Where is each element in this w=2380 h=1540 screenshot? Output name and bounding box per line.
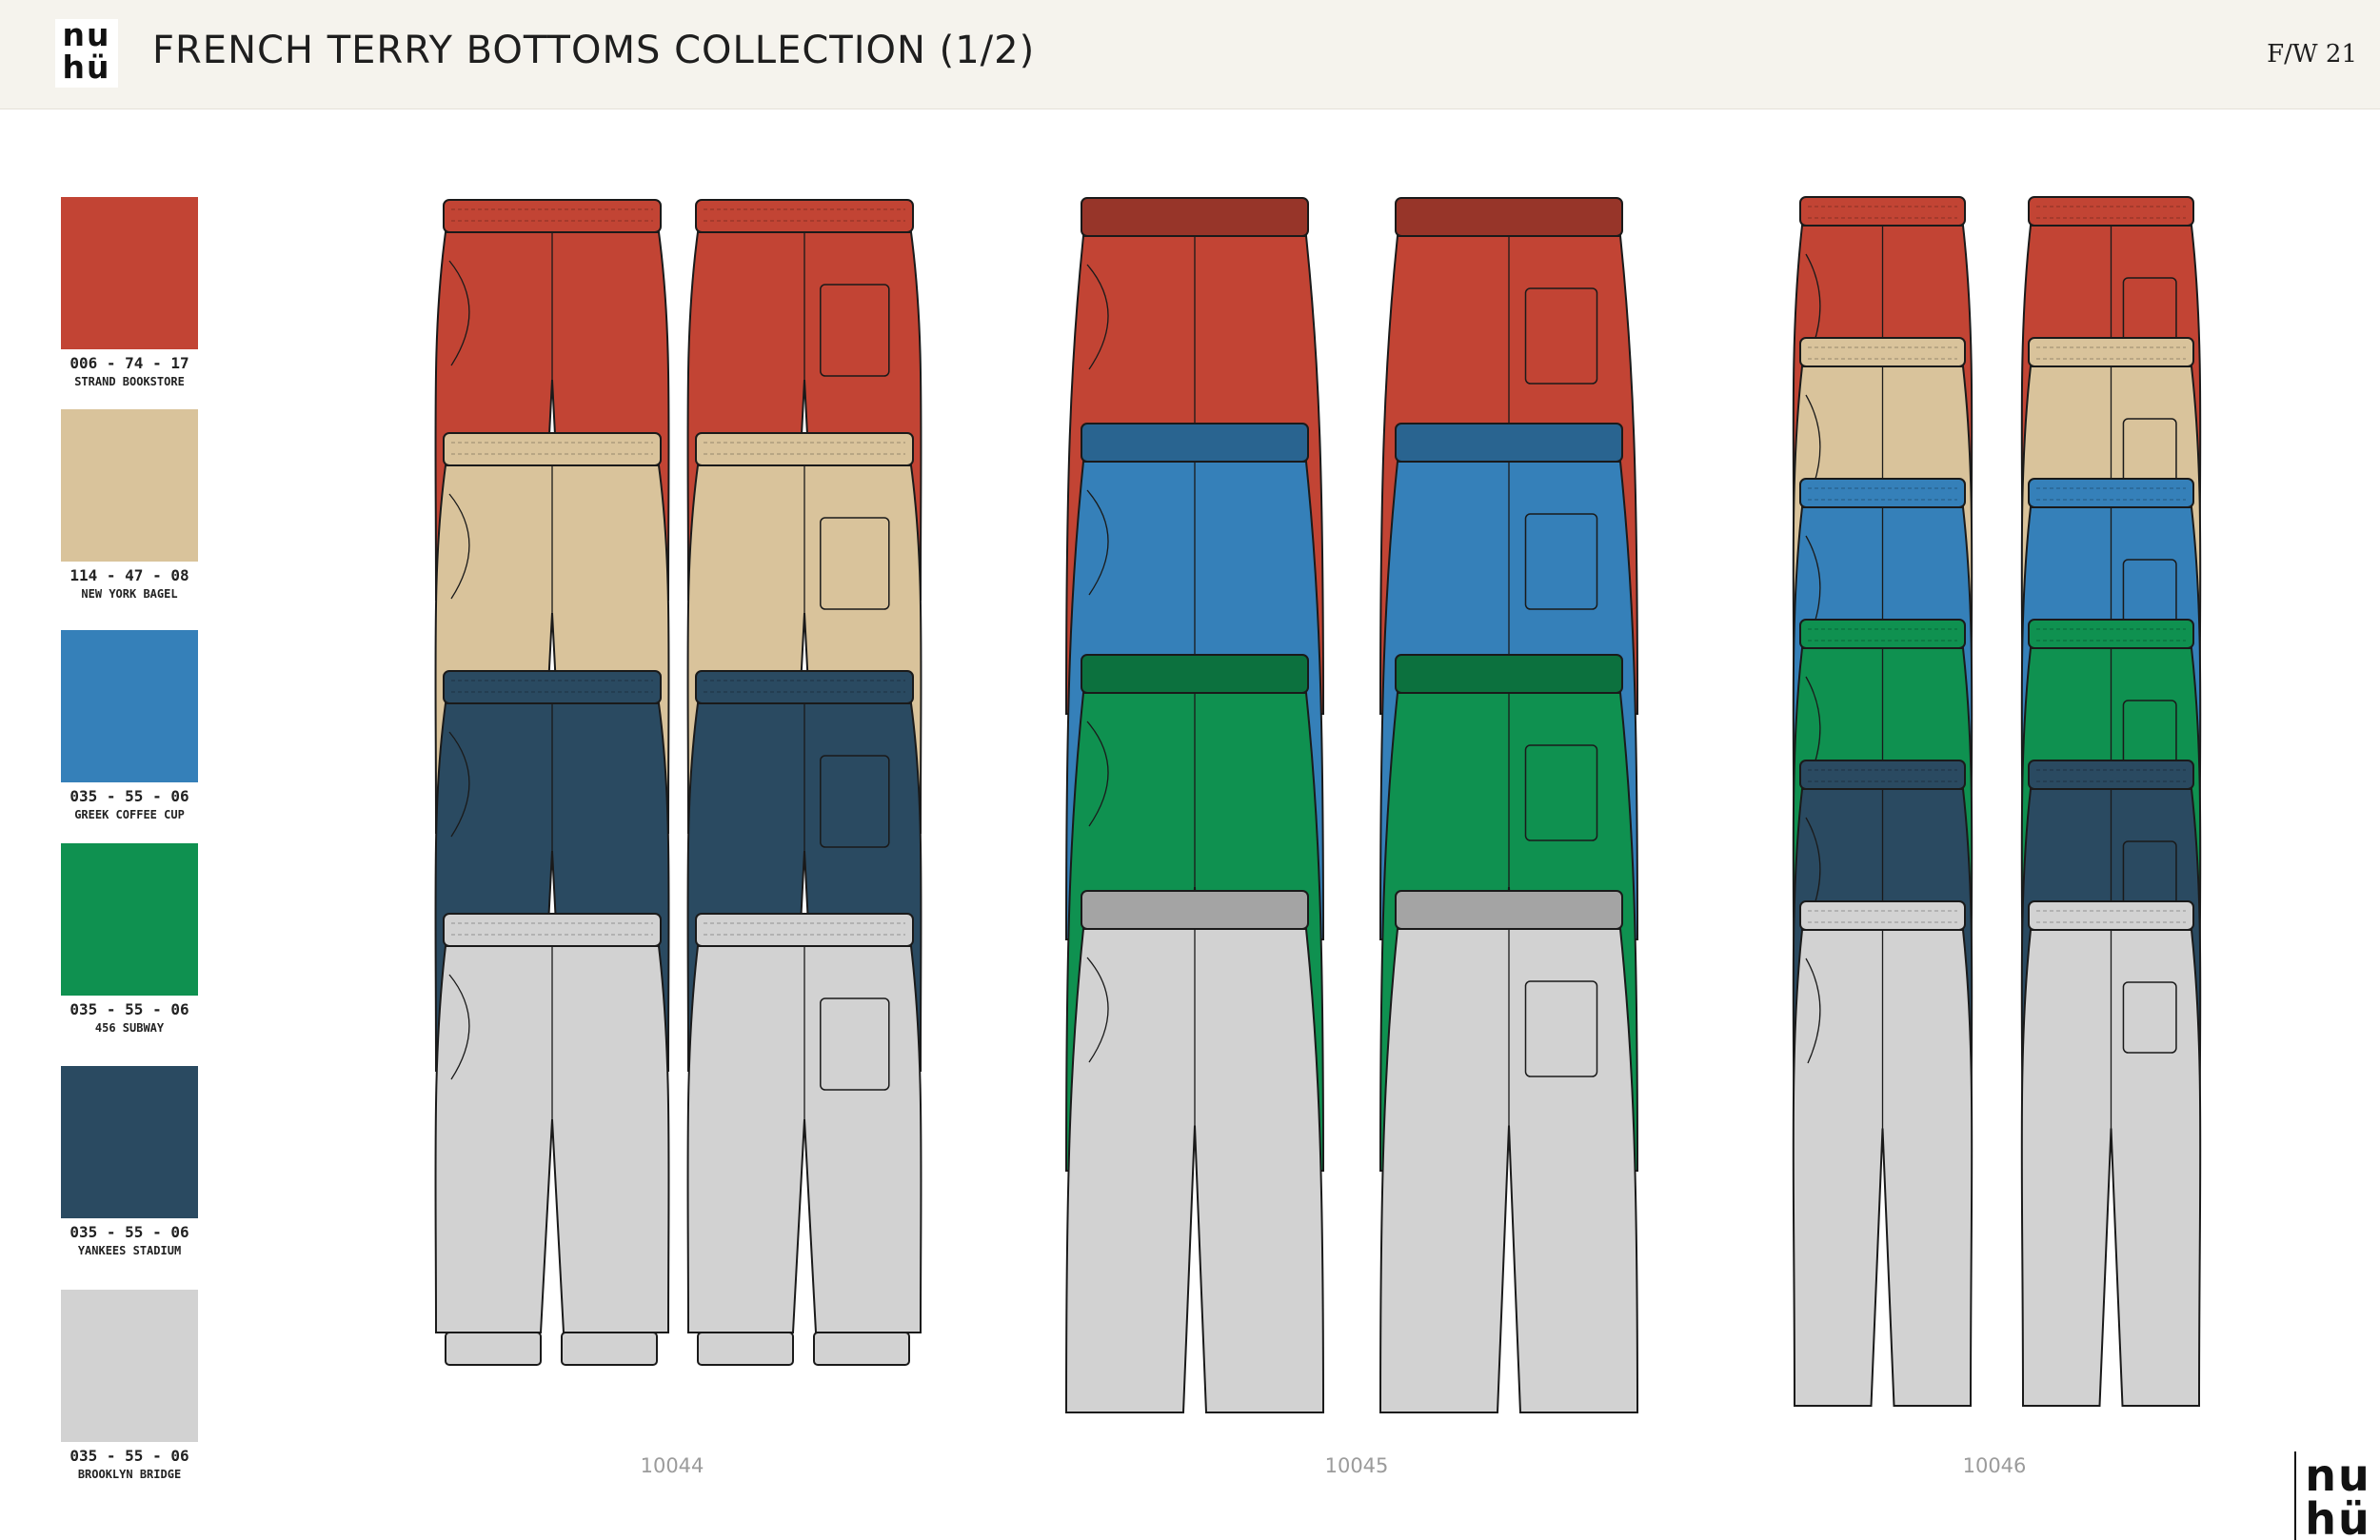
swatch-name: 456 SUBWAY [94,1021,165,1035]
waistband [1799,337,1966,367]
swatch-yankees-stadium [61,1066,198,1218]
swatch-code: 035 - 55 - 06 [69,1000,189,1018]
waistband [695,670,914,704]
waistband [1799,760,1966,790]
side-pocket [1086,721,1109,827]
side-pocket [1805,958,1821,1064]
waistband [695,913,914,947]
swatch-new-york-bagel [61,409,198,562]
waistband [1799,196,1966,227]
waistband [1395,890,1623,930]
side-pocket [448,493,470,600]
footer-logo-text: nu hü [2305,1450,2371,1540]
back-pocket [1524,980,1598,1077]
cuff-left [697,1332,794,1366]
waistband [1081,197,1309,237]
waistband [1081,890,1309,930]
side-pocket [448,731,470,838]
pant-body [686,945,922,1333]
waistband [2028,337,2194,367]
swatch-name: NEW YORK BAGEL [81,587,178,601]
pant-body [1792,929,1973,1407]
waistband [2028,900,2194,931]
swatch-code: 035 - 55 - 06 [69,1447,189,1465]
swatch-456-subway [61,843,198,996]
swatch-name: GREEK COFFEE CUP [74,808,185,821]
waistband [1799,619,1966,649]
swatch-code: 114 - 47 - 08 [69,566,189,584]
waistband [443,913,662,947]
back-pocket [1524,513,1598,610]
swatch-code: 035 - 55 - 06 [69,787,189,805]
pant-body [434,945,670,1333]
swatch-name: YANKEES STADIUM [77,1244,182,1257]
season-label: F/W 21 [2267,40,2357,69]
waistband [2028,619,2194,649]
back-pocket [2122,981,2177,1054]
swatch-code: 006 - 74 - 17 [69,354,189,372]
waistband [2028,760,2194,790]
style-number-10044: 10044 [640,1454,704,1477]
waistband [1081,654,1309,694]
waistband [443,199,662,233]
pant-body [1378,928,1639,1413]
side-pocket [448,974,470,1080]
swatch-greek-coffee-cup [61,630,198,782]
waistband [695,432,914,466]
cuff-right [561,1332,658,1366]
waistband [1395,423,1623,463]
waistband [2028,478,2194,508]
swatch-strand-bookstore [61,197,198,349]
back-pocket [820,517,890,610]
back-pocket [1524,287,1598,385]
back-pocket [820,997,890,1091]
waistband [1799,478,1966,508]
swatch-brooklyn-bridge [61,1290,198,1442]
side-pocket [1086,264,1109,370]
waistband [2028,196,2194,227]
waistband [443,432,662,466]
header-bar: nu hü FRENCH TERRY BOTTOMS COLLECTION (1… [0,0,2380,109]
swatch-name: BROOKLYN BRIDGE [77,1468,182,1481]
swatch-name: STRAND BOOKSTORE [74,375,185,388]
brand-logo[interactable]: nu hü [55,19,118,88]
waistband [695,199,914,233]
back-pocket [820,284,890,377]
side-pocket [1086,489,1109,596]
page-title: FRENCH TERRY BOTTOMS COLLECTION (1/2) [152,29,1036,72]
side-pocket [1086,957,1109,1063]
back-pocket [1524,744,1598,841]
cuff-left [445,1332,542,1366]
waistband [1395,197,1623,237]
footer-logo[interactable]: nu hü [2294,1451,2380,1540]
side-pocket [448,260,470,366]
swatch-code: 035 - 55 - 06 [69,1223,189,1241]
style-number-10045: 10045 [1324,1454,1389,1477]
brand-logo-text: nu hü [62,16,111,86]
waistband [1081,423,1309,463]
style-number-10046: 10046 [1962,1454,2027,1477]
pant-body [2020,929,2202,1407]
waistband [1395,654,1623,694]
waistband [443,670,662,704]
pant-body [1064,928,1325,1413]
cuff-right [813,1332,910,1366]
back-pocket [820,755,890,848]
waistband [1799,900,1966,931]
